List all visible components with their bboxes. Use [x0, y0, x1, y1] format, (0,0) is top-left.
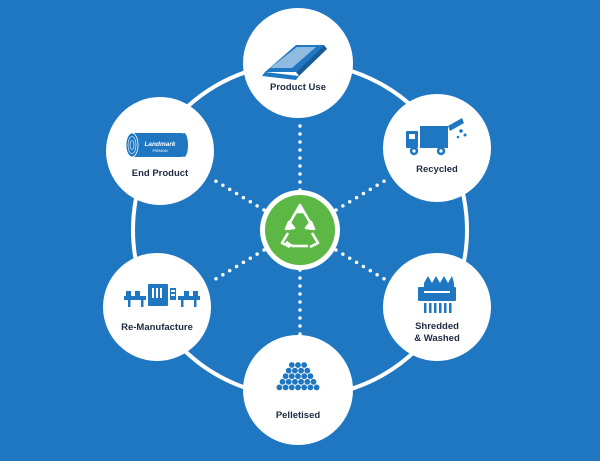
pellet	[295, 373, 301, 380]
shredder-icon	[418, 276, 456, 313]
spokes	[212, 122, 388, 338]
recycling-truck-icon	[406, 118, 467, 156]
pellet	[288, 384, 295, 391]
pellet	[288, 373, 295, 380]
node-product-use: Product Use	[243, 8, 353, 118]
pellet	[298, 378, 304, 385]
pellet	[298, 367, 304, 374]
pellet	[285, 378, 292, 385]
node-re-manufacture: Re-Manufacture	[103, 253, 211, 361]
node-end-product: Landmark PREMIUM End Product	[106, 97, 214, 205]
pellet	[276, 384, 283, 391]
conveyor-machine-icon	[124, 284, 200, 307]
pellet	[295, 362, 301, 368]
pellet	[304, 367, 311, 374]
pellet	[292, 378, 298, 385]
pellet	[301, 384, 308, 391]
spoke-recycled	[334, 178, 388, 212]
node-pelletised: Pelletised	[243, 335, 353, 445]
roll-brand-text: Landmark	[144, 141, 175, 148]
pellet	[279, 378, 286, 385]
node-circle	[103, 253, 211, 361]
pellet	[285, 367, 292, 374]
pellet	[282, 384, 289, 391]
pellet	[292, 367, 298, 374]
pellet	[310, 378, 317, 385]
pellet	[301, 362, 308, 368]
insulation-roll-icon: Landmark PREMIUM	[125, 132, 188, 158]
node-shredded-washed: Shredded & Washed	[383, 253, 491, 361]
center-disc	[265, 195, 335, 265]
label-end-product: End Product	[132, 168, 189, 179]
pellet	[282, 373, 289, 380]
spoke-re-manufacture	[212, 248, 266, 282]
spoke-shredded	[334, 248, 388, 282]
spoke-end-product	[212, 178, 266, 212]
label-shredded-line2: & Washed	[414, 333, 460, 344]
label-pelletised: Pelletised	[276, 410, 321, 421]
node-circle	[383, 253, 491, 361]
roll-brand-subtext: PREMIUM	[152, 149, 167, 153]
pellet	[304, 378, 311, 385]
pellets-icon	[276, 362, 320, 391]
pellet	[307, 373, 314, 380]
node-recycled: Recycled	[383, 94, 491, 202]
pellet	[295, 384, 301, 391]
recycle-icon	[280, 203, 320, 249]
pellet	[307, 384, 314, 391]
label-re-manufacture: Re-Manufacture	[121, 322, 193, 333]
label-recycled: Recycled	[416, 164, 458, 175]
label-product-use: Product Use	[270, 82, 326, 93]
pellet	[301, 373, 308, 380]
center-node	[260, 190, 340, 270]
insulation-batt-icon	[262, 45, 327, 80]
label-shredded-line1: Shredded	[415, 321, 459, 332]
pellet	[313, 384, 320, 391]
pellet	[288, 362, 295, 368]
